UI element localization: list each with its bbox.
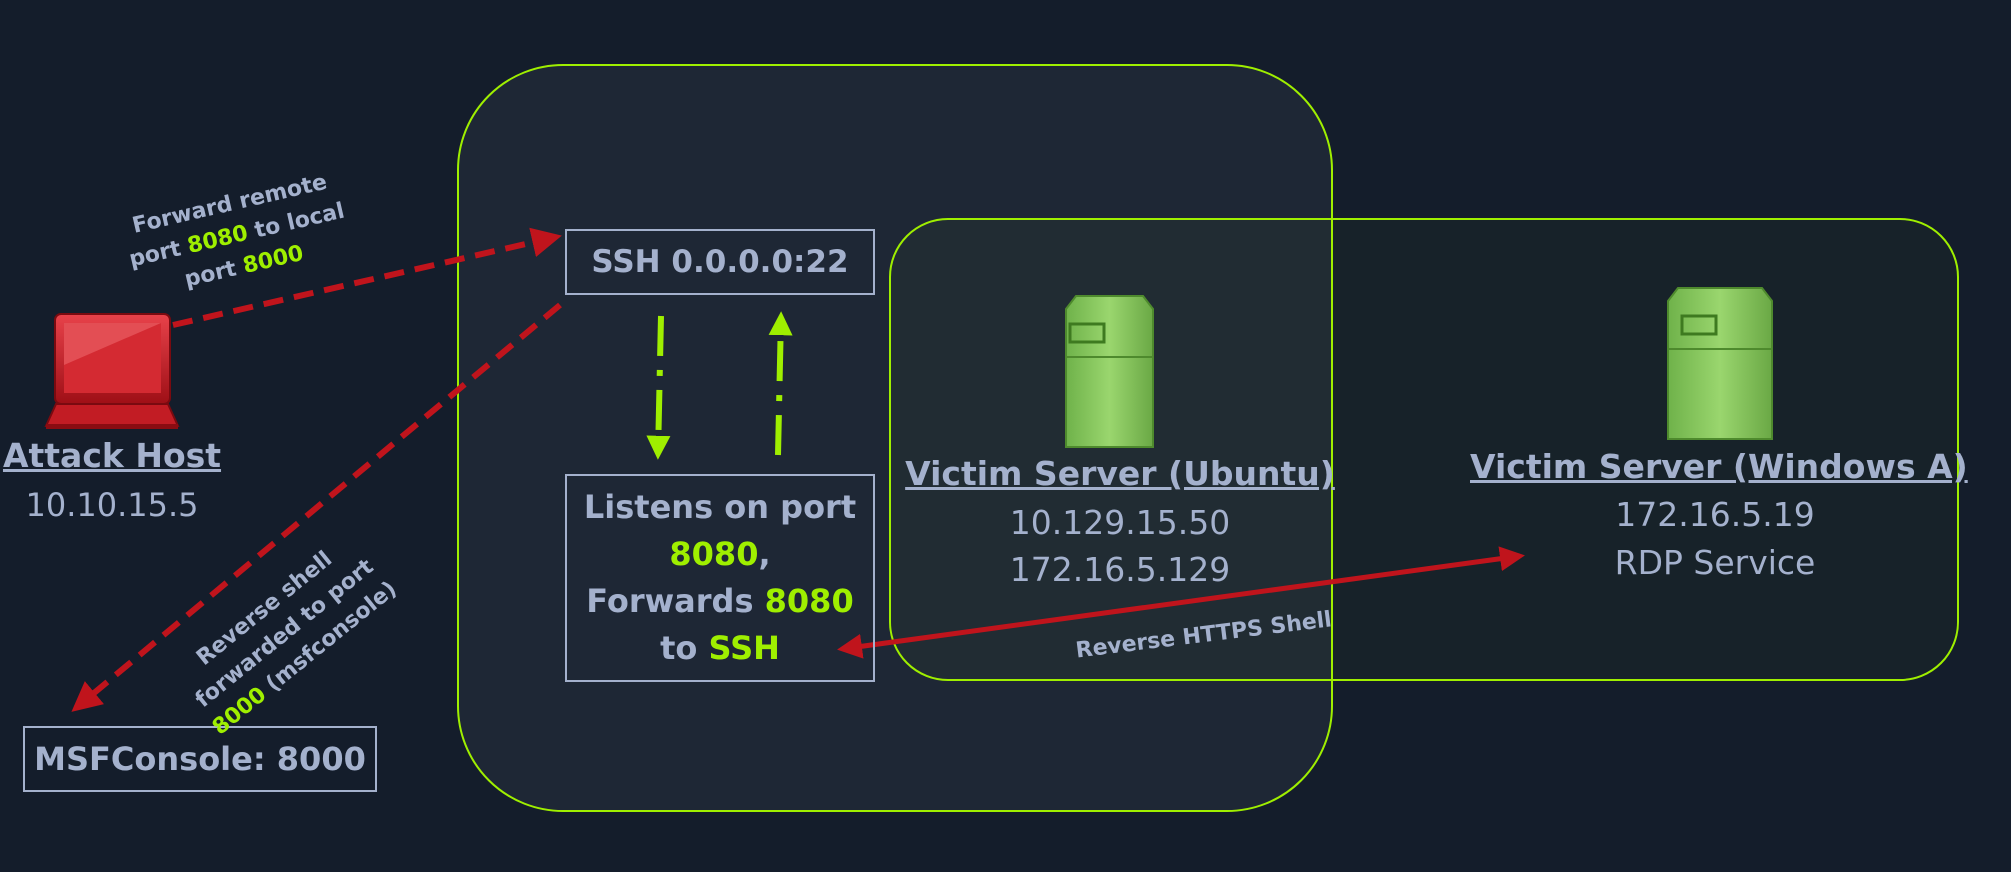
server-icon bbox=[1667, 287, 1773, 440]
https-shell-arrow bbox=[837, 546, 1525, 659]
listen-line-2: 8080, bbox=[669, 535, 771, 573]
server-icon bbox=[1065, 295, 1154, 448]
attack-host-title: Attack Host bbox=[2, 436, 222, 475]
listen-box: Listens on port 8080, Forwards 8080 to S… bbox=[565, 474, 875, 682]
forward-arrow bbox=[172, 227, 562, 328]
ubuntu-ip-1: 10.129.15.50 bbox=[1009, 503, 1231, 542]
msfconsole-box: MSFConsole: 8000 bbox=[23, 726, 377, 792]
ubuntu-ip-2: 172.16.5.129 bbox=[1009, 550, 1231, 589]
windows-service: RDP Service bbox=[1614, 543, 1816, 582]
windows-ip: 172.16.5.19 bbox=[1615, 495, 1815, 534]
laptop-icon bbox=[44, 313, 180, 429]
up-arrow bbox=[768, 311, 793, 456]
down-arrow bbox=[646, 315, 671, 460]
windows-title: Victim Server (Windows A) bbox=[1470, 447, 1968, 486]
attack-host-ip: 10.10.15.5 bbox=[25, 486, 199, 524]
msfconsole-label: MSFConsole: 8000 bbox=[34, 740, 366, 778]
listen-line-1: Listens on port bbox=[583, 488, 857, 526]
listen-line-3: Forwards 8080 bbox=[586, 582, 854, 620]
ubuntu-title: Victim Server (Ubuntu) bbox=[905, 454, 1335, 493]
reverse-shell-arrow bbox=[71, 302, 562, 712]
ssh-box: SSH 0.0.0.0:22 bbox=[565, 229, 875, 295]
ssh-label: SSH 0.0.0.0:22 bbox=[591, 244, 849, 280]
windows-zone bbox=[889, 218, 1959, 681]
listen-port: 8080 bbox=[669, 535, 759, 573]
listen-line-4: to SSH bbox=[660, 629, 780, 667]
forward-target: SSH bbox=[708, 629, 780, 667]
forwards-port: 8080 bbox=[764, 582, 854, 620]
